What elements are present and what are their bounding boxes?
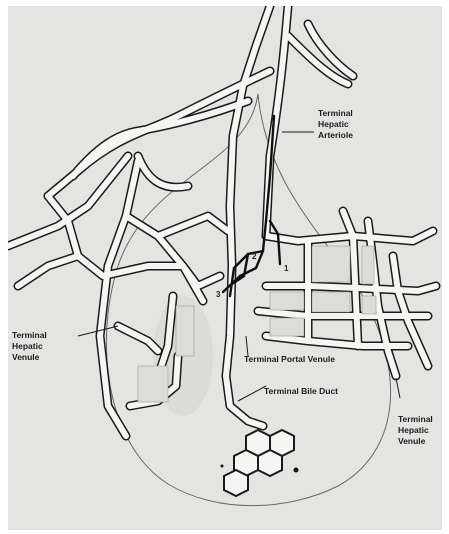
label-terminal-hepatic-venule-left: Terminal Hepatic Venule — [12, 330, 47, 363]
liver-acinus-diagram — [8, 6, 442, 530]
diagram-frame: Terminal Hepatic Arteriole Terminal Hepa… — [8, 6, 442, 530]
marker-2: 2 — [252, 252, 256, 261]
label-terminal-bile-duct: Terminal Bile Duct — [264, 386, 338, 397]
marker-3: 3 — [216, 290, 220, 299]
label-terminal-hepatic-venule-right: Terminal Hepatic Venule — [398, 414, 433, 447]
label-terminal-portal-venule: Terminal Portal Venule — [244, 354, 335, 365]
label-terminal-hepatic-arteriole: Terminal Hepatic Arteriole — [318, 108, 353, 141]
marker-1: 1 — [284, 264, 288, 273]
bile-duct-network — [224, 430, 294, 496]
hepatic-vessels — [8, 6, 436, 436]
